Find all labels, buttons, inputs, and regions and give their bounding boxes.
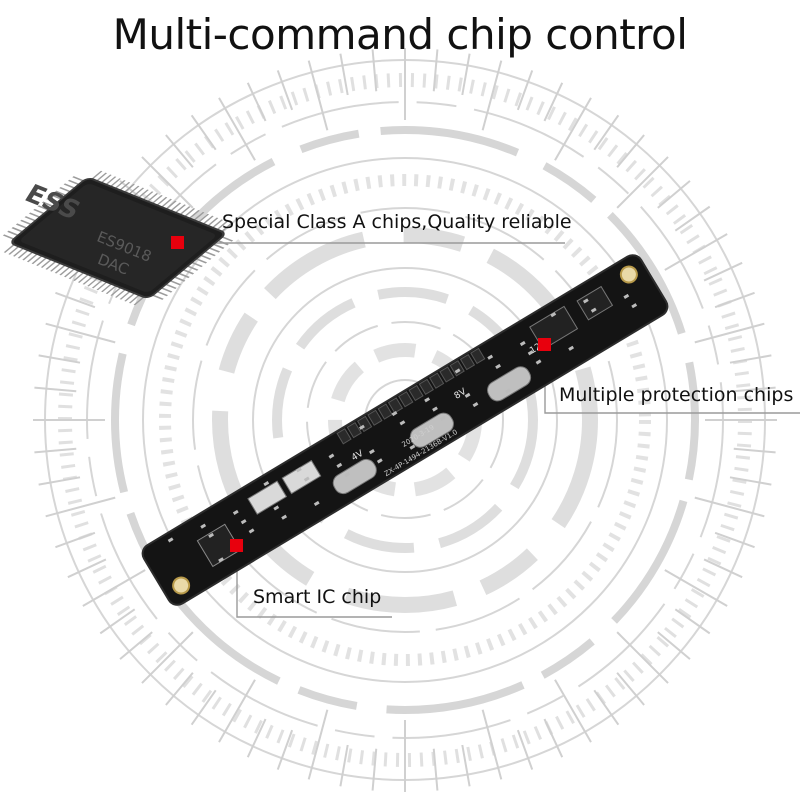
marker-square-icon [538,338,551,351]
callout-chip-quality: Special Class A chips,Quality reliable [222,211,572,233]
page-title: Multi-command chip control [112,10,688,59]
marker-square-icon [230,539,243,552]
marker-square-icon [171,236,184,249]
callout-protection-chips: Multiple protection chips [559,384,794,406]
callout-smart-ic: Smart IC chip [253,586,382,608]
